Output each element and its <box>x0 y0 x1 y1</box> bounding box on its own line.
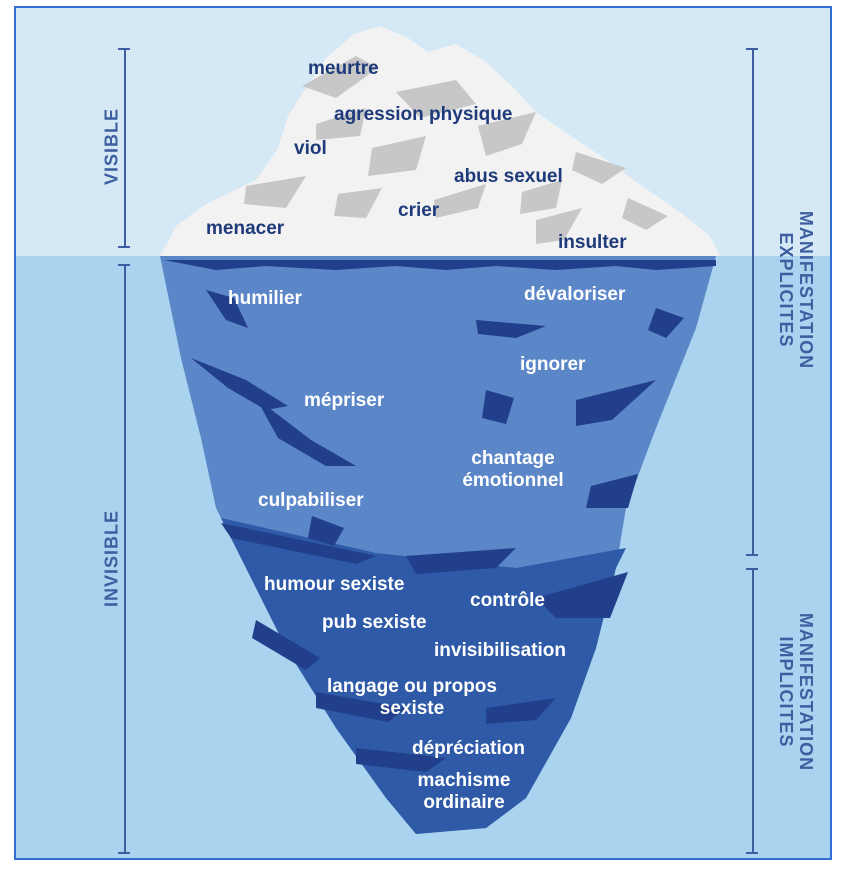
label-controle: contrôle <box>470 590 545 611</box>
label-langage-sexiste: langage ou propos sexiste <box>312 676 512 720</box>
axis-visible-label: VISIBLE <box>101 108 122 186</box>
axis-invisible-label: INVISIBLE <box>101 510 122 608</box>
label-viol: viol <box>294 138 327 159</box>
axis-explicit-label: MANIFESTATION EXPLICITES <box>776 190 816 390</box>
label-machisme-line1: machisme <box>417 770 511 791</box>
visible-bracket-top <box>118 48 130 50</box>
label-invisibilisation: invisibilisation <box>434 640 566 661</box>
axis-implicit-line2: IMPLICITES <box>776 636 796 748</box>
visible-bracket-bottom <box>118 246 130 248</box>
implicit-bracket-bottom <box>746 852 758 854</box>
invisible-bracket-top <box>118 264 130 266</box>
iceberg-illustration <box>160 26 720 834</box>
iceberg-crevasses <box>164 260 716 772</box>
label-mepriser: mépriser <box>304 390 385 411</box>
invisible-bracket-bottom <box>118 852 130 854</box>
iceberg-tip-shadows <box>244 56 668 244</box>
label-humilier: humilier <box>228 288 302 309</box>
explicit-bracket-bottom <box>746 554 758 556</box>
label-crier: crier <box>398 200 440 221</box>
label-pub-sexiste: pub sexiste <box>322 612 427 633</box>
label-insulter: insulter <box>558 232 627 253</box>
label-abus-sexuel: abus sexuel <box>454 166 563 187</box>
explicit-bracket <box>752 48 754 556</box>
iceberg-figure: VISIBLE INVISIBLE MANIFESTATION EXPLICIT… <box>14 6 832 860</box>
label-chantage-line2: émotionnel <box>462 470 564 491</box>
iceberg-tip <box>160 26 720 256</box>
label-agression-physique: agression physique <box>334 104 513 125</box>
iceberg-deep <box>221 518 626 834</box>
axis-implicit-line1: MANIFESTATION <box>796 612 816 772</box>
invisible-bracket <box>124 264 126 854</box>
label-chantage-emotionnel: chantage émotionnel <box>448 448 578 492</box>
axis-explicit-line2: EXPLICITES <box>776 232 796 348</box>
label-humour-sexiste: humour sexiste <box>264 574 405 595</box>
label-machisme-line2: ordinaire <box>423 792 505 813</box>
label-depreciation: dépréciation <box>412 738 525 759</box>
explicit-bracket-top <box>746 48 758 50</box>
label-meurtre: meurtre <box>308 58 379 79</box>
label-menacer: menacer <box>206 218 285 239</box>
visible-bracket <box>124 48 126 248</box>
label-ignorer: ignorer <box>520 354 586 375</box>
label-langage-line2: sexiste <box>379 698 445 719</box>
label-langage-line1: langage ou propos <box>327 676 497 697</box>
label-culpabiliser: culpabiliser <box>258 490 364 511</box>
axis-implicit-label: MANIFESTATION IMPLICITES <box>776 592 816 792</box>
implicit-bracket-top <box>746 568 758 570</box>
implicit-bracket <box>752 568 754 854</box>
axis-explicit-line1: MANIFESTATION <box>796 210 816 370</box>
label-devaloriser: dévaloriser <box>524 284 626 305</box>
label-machisme-ordinaire: machisme ordinaire <box>404 770 524 814</box>
label-chantage-line1: chantage <box>471 448 555 469</box>
